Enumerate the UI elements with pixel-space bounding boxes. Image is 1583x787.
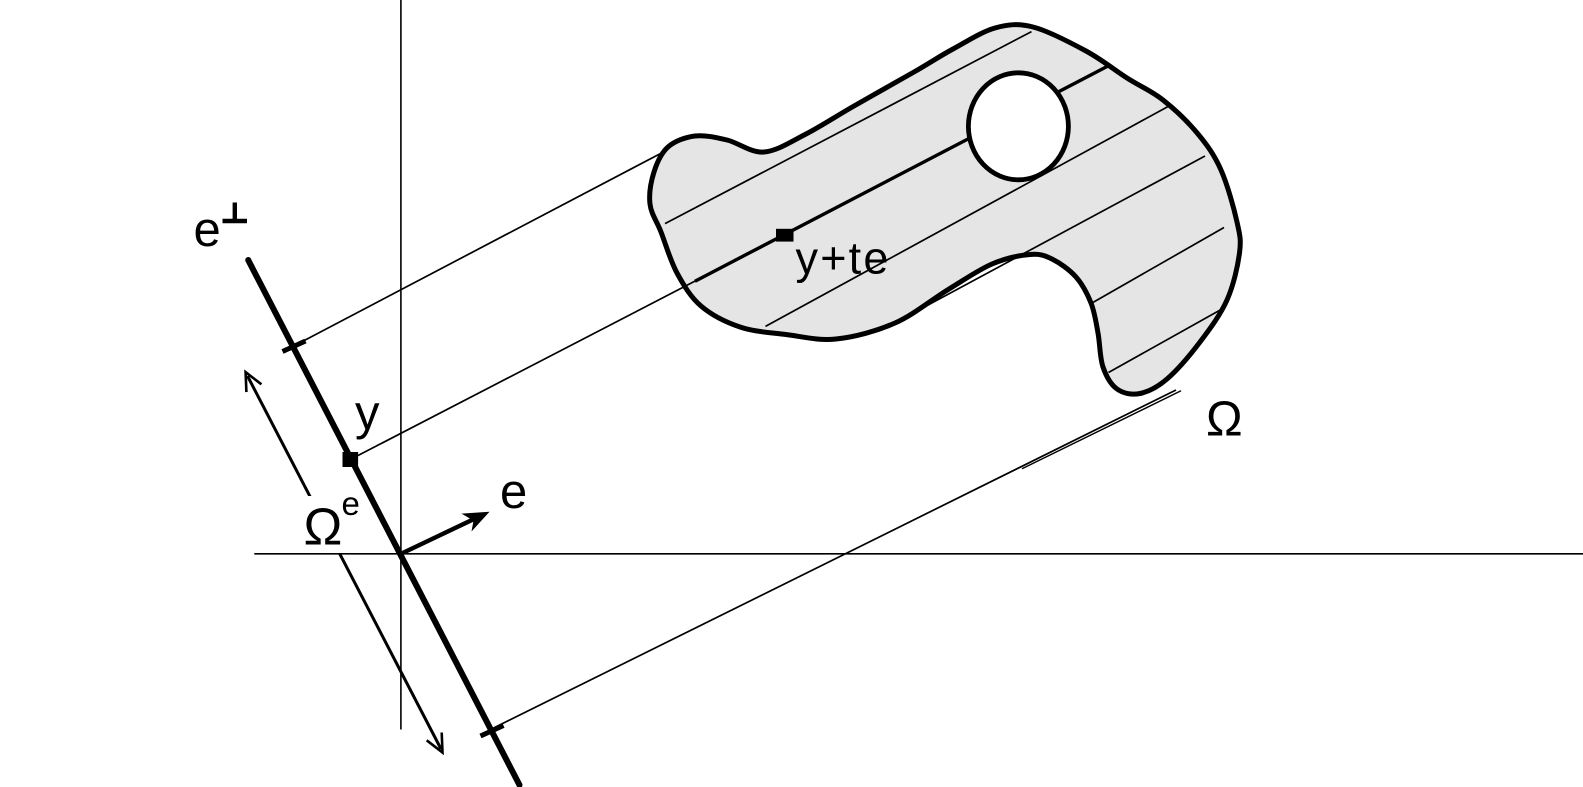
svg-text:y+te: y+te <box>796 233 891 284</box>
svg-text:y: y <box>355 387 380 441</box>
svg-text:e: e <box>194 203 221 257</box>
svg-text:e: e <box>342 485 360 522</box>
svg-text:Ω: Ω <box>1206 393 1243 447</box>
svg-text:e: e <box>500 465 527 519</box>
svg-text:Ω: Ω <box>304 499 343 557</box>
